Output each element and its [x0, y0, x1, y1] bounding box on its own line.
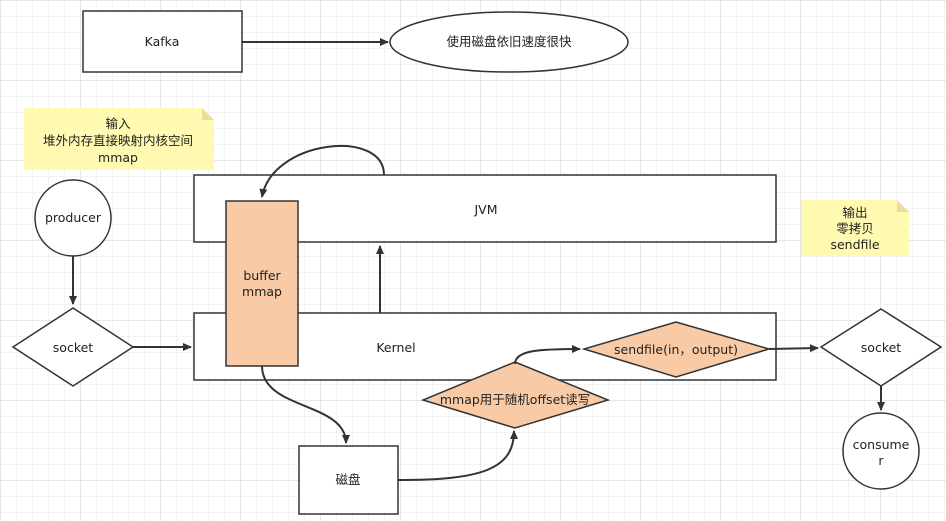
output-note-zero-copy: 零拷贝 [836, 221, 874, 236]
input-note-mmap: mmap [98, 150, 138, 165]
kafka-box: Kafka [82, 10, 243, 73]
disk-box: 磁盘 [298, 445, 399, 515]
sendfile-diamond: sendfile(in，output) [581, 321, 772, 378]
input-note-description: 堆外内存直接映射内核空间 [43, 133, 193, 148]
socket-right-diamond: socket [819, 308, 943, 387]
disk-fast-label: 使用磁盘依旧速度很快 [446, 34, 572, 49]
buffer-to-disk-arrow [261, 365, 350, 444]
consumer-node: consume r [842, 412, 920, 490]
socket-right-label: socket [861, 340, 902, 355]
jvm-label: JVM [473, 202, 497, 217]
output-note: 输出 零拷贝 sendfile [801, 200, 909, 256]
sendfile-label: sendfile(in，output) [614, 342, 738, 357]
buffer-mmap-box: buffer mmap [225, 200, 299, 367]
producer-node: producer [34, 179, 112, 257]
socket-left-diamond: socket [11, 307, 135, 387]
input-note: 输入 堆外内存直接映射内核空间 mmap [24, 108, 214, 170]
mmap-to-sendfile-arrow [514, 345, 581, 365]
output-note-sendfile: sendfile [830, 237, 879, 252]
disk-label: 磁盘 [335, 472, 360, 487]
output-note-title: 输出 [842, 205, 867, 220]
disk-to-mmap-arrow [397, 430, 518, 481]
buffer-mmap-label: mmap [242, 284, 282, 299]
kafka-label: Kafka [145, 34, 180, 49]
socket-left-label: socket [53, 340, 94, 355]
mmap-random-diamond: mmap用于随机offset读写 [420, 361, 611, 429]
mmap-random-label: mmap用于随机offset读写 [440, 392, 590, 407]
consumer-label-wrap: r [878, 453, 884, 468]
kernel-label: Kernel [376, 340, 415, 355]
input-note-title: 输入 [105, 116, 131, 131]
consumer-label: consume [853, 437, 910, 452]
disk-fast-ellipse: 使用磁盘依旧速度很快 [389, 11, 629, 73]
jvm-to-buffer-arrow [259, 145, 385, 198]
producer-label: producer [45, 210, 102, 225]
buffer-label: buffer [243, 268, 281, 283]
sendfile-to-socket-arrow [768, 344, 819, 353]
